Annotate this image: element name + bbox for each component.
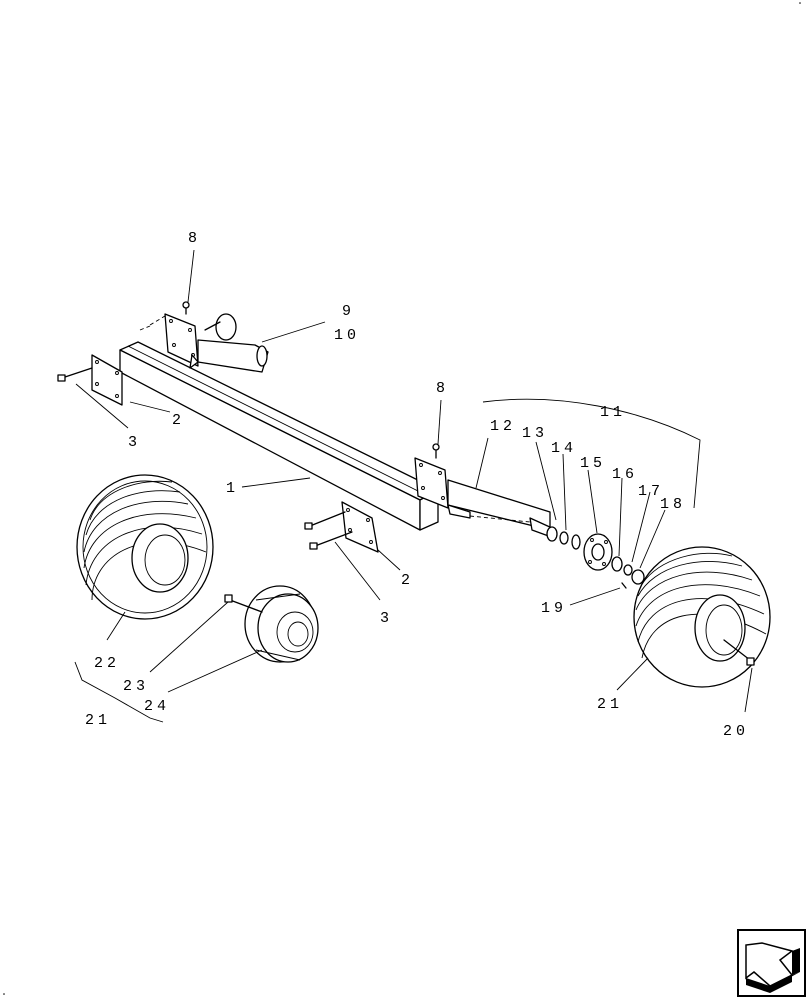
right-spindle-bracket [414,443,551,531]
callout-17: 17 [638,483,664,500]
callout-21-left: 21 [85,712,111,729]
callout-8-right: 8 [436,380,449,397]
hub-assembly [529,517,645,589]
callout-labels: 8 9 10 2 3 1 8 11 12 13 14 15 16 17 18 1… [85,230,749,740]
callout-11: 11 [600,404,626,421]
callout-22: 22 [94,655,120,672]
right-clamp-plate [304,501,379,553]
axle-beam [119,341,439,531]
callout-14: 14 [551,440,577,457]
callout-3-right: 3 [380,610,393,627]
right-tire [633,546,771,688]
leader-lines [74,249,753,723]
callout-19: 19 [541,600,567,617]
callout-24: 24 [144,698,170,715]
left-mount-bracket [139,301,269,373]
callout-2-left: 2 [172,412,185,429]
left-rim [224,585,319,663]
callout-8-top: 8 [188,230,201,247]
callout-13: 13 [522,425,548,442]
back-arrow-icon[interactable] [737,929,806,997]
callout-20: 20 [723,723,749,740]
left-tire [76,474,214,620]
callout-9: 9 [342,303,355,320]
left-clamp-plate [57,354,123,406]
callout-21-right: 21 [597,696,623,713]
callout-3-left: 3 [128,434,141,451]
callout-18: 18 [660,496,686,513]
callout-12: 12 [490,418,516,435]
callout-23: 23 [123,678,149,695]
callout-10: 10 [334,327,360,344]
callout-2-right: 2 [401,572,414,589]
callout-1: 1 [226,480,239,497]
callout-16: 16 [612,466,638,483]
callout-15: 15 [580,455,606,472]
